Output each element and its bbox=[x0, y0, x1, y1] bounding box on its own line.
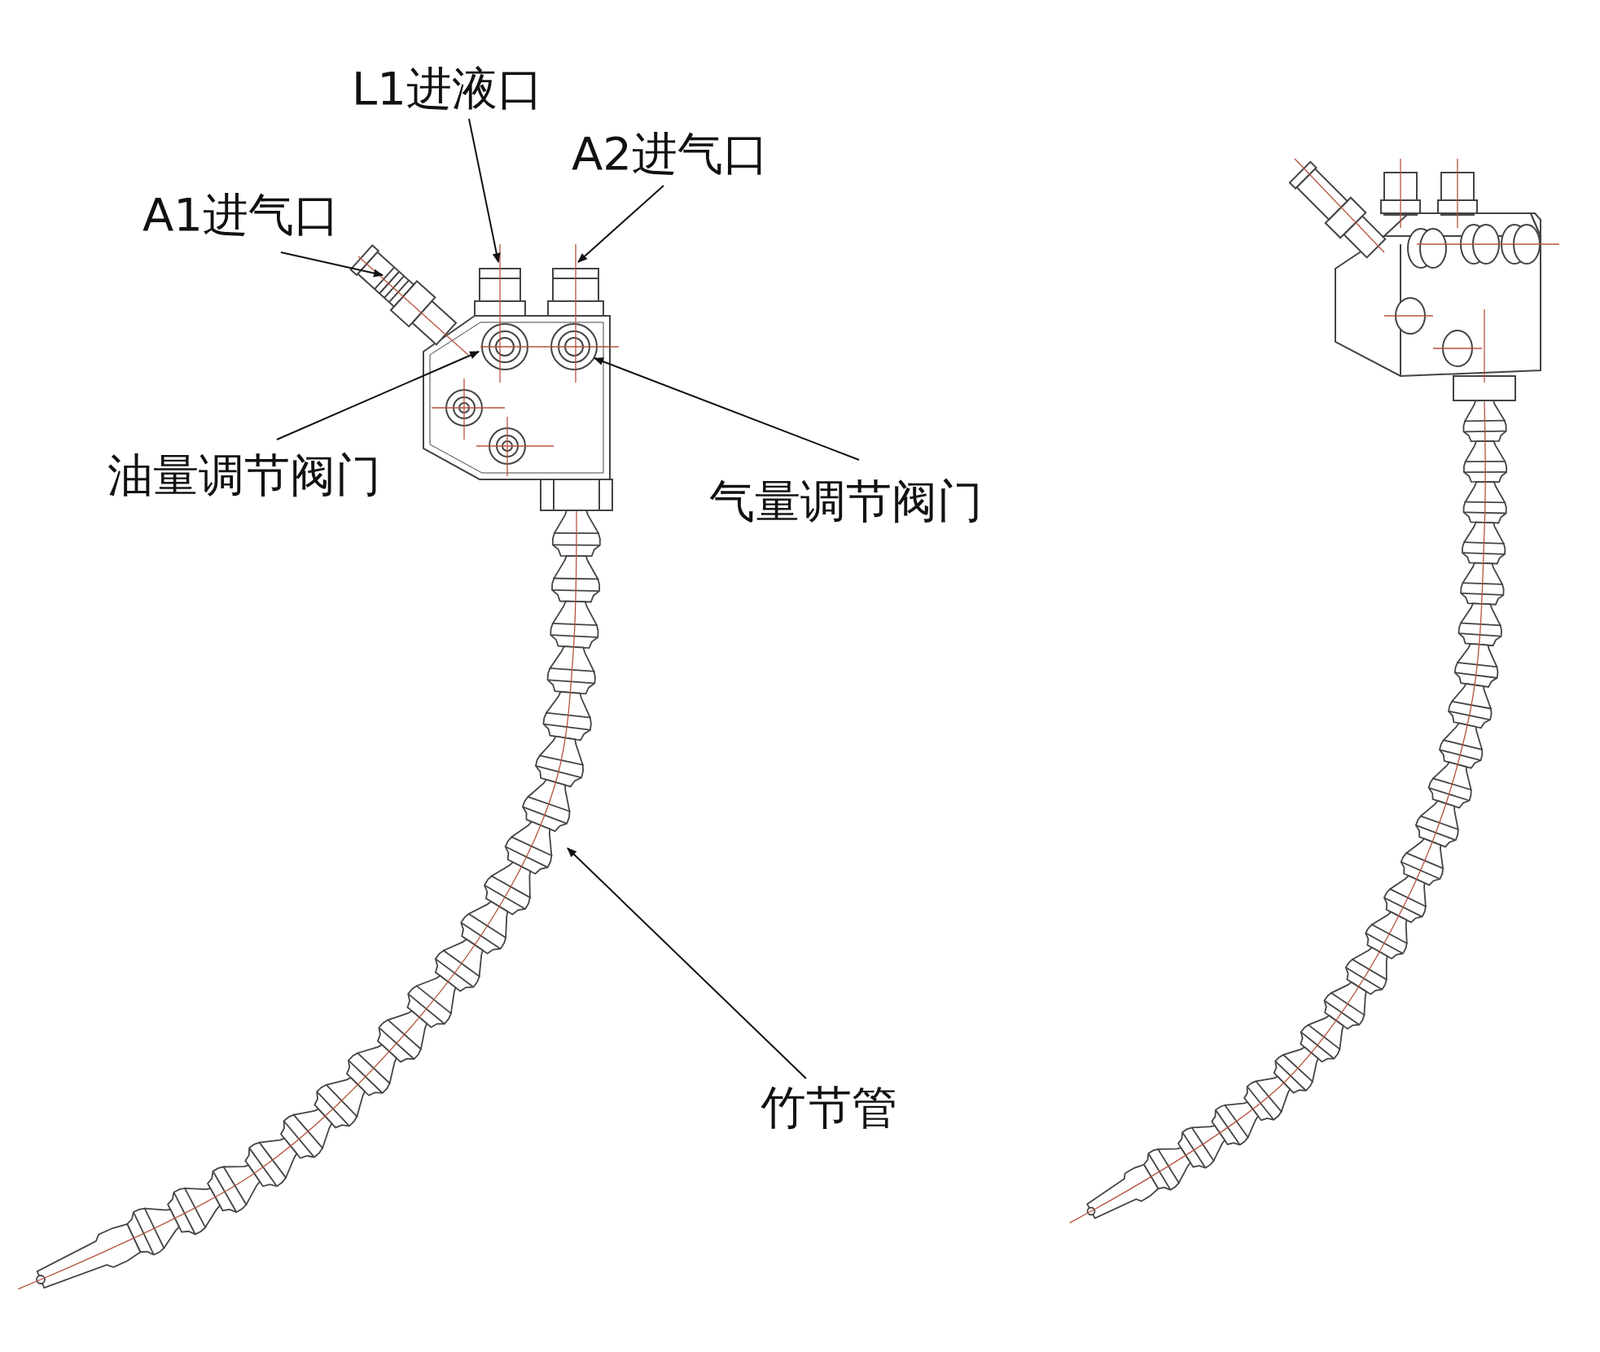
center-lines-3d bbox=[1294, 158, 1560, 383]
manifold-block bbox=[348, 242, 613, 511]
manifold-block-3d bbox=[1287, 159, 1541, 401]
part-label: 竹节管 bbox=[760, 1082, 898, 1134]
part-label: 气量调节阀门 bbox=[709, 476, 983, 527]
bamboo-pipe bbox=[17, 400, 1507, 1290]
part-label: 油量调节阀门 bbox=[107, 450, 382, 501]
leader-lines bbox=[276, 118, 860, 1079]
part-label: A1进气口 bbox=[142, 189, 340, 241]
part-label: A2进气口 bbox=[571, 128, 769, 180]
part-label: L1进液口 bbox=[351, 63, 544, 114]
center-lines bbox=[358, 244, 619, 477]
